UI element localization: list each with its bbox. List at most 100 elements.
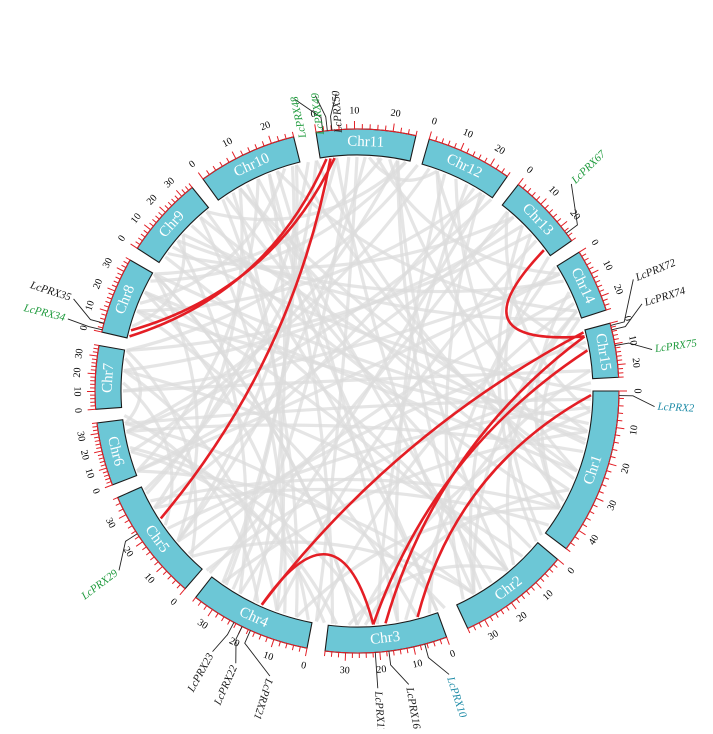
tick-mark [597,285,602,287]
tick-label: 30 [162,175,177,190]
gene-label: LcPRX29 [79,567,121,603]
tick-mark [490,617,493,621]
tick-mark [136,242,140,245]
tick-mark [168,202,172,206]
tick-mark [593,505,598,507]
tick-mark [507,172,510,176]
tick-mark [172,580,175,584]
tick-mark [609,464,617,466]
tick-mark [467,149,469,154]
tick-mark [479,155,481,159]
tick-mark [566,549,570,552]
tick-mark [131,244,138,248]
tick-mark [584,258,588,260]
gene-label: LcPRX16 [403,685,422,729]
gene-label: LcPRX22 [212,663,241,708]
tick-mark [220,162,223,166]
tick-mark [94,437,99,438]
tick-mark [408,129,409,134]
gene-label: LcPRX75 [653,337,698,355]
tick-mark [596,498,603,501]
tick-mark [590,511,594,513]
tick-label: 0 [116,233,128,243]
tick-mark [400,649,401,654]
tick-mark [615,342,623,343]
tick-mark [96,447,101,448]
tick-mark [485,158,487,162]
tick-mark [112,285,117,287]
tick-mark [94,330,102,332]
tick-mark [94,345,99,346]
tick-mark [135,536,139,539]
tick-mark [117,273,121,275]
tick-mark [385,126,386,131]
tick-mark [461,143,464,150]
tick-mark [613,334,618,335]
tick-mark [93,352,98,353]
tick-mark [157,567,163,572]
tick-label: 10 [349,105,359,116]
tick-label: 30 [101,256,115,270]
gene-label: LcPRX34 [22,302,67,324]
tick-mark [146,552,150,555]
tick-mark [91,433,99,434]
tick-mark [479,623,481,627]
tick-label: 20 [390,108,401,120]
tick-mark [266,637,268,642]
tick-label: 0 [524,164,535,176]
tick-label: 20 [619,462,632,475]
tick-label: 10 [221,136,235,150]
tick-mark [105,478,110,480]
tick-mark [285,134,286,139]
tick-mark [545,205,549,208]
tick-mark [518,178,523,184]
tick-mark [605,304,610,306]
tick-mark [144,230,148,233]
tick-mark [92,363,97,364]
gene-label: LcPRX67 [569,148,609,187]
tick-mark [611,457,616,458]
gene-lcprx21: LcPRX21 [245,630,275,721]
tick-mark [571,543,575,546]
tick-label: 0 [566,566,578,577]
gene-label: LcPRX23 [185,651,217,695]
tick-mark [615,435,620,436]
tick-mark [540,578,544,582]
tick-label: 30 [340,665,350,676]
tick-mark [193,597,196,601]
tick-mark [615,347,620,348]
tick-mark [610,321,618,323]
tick-mark [536,582,541,588]
tick-mark [473,151,475,155]
tick-mark [427,643,428,648]
tick-mark [121,265,125,267]
tick-label: 30 [103,516,117,530]
tick-label: 10 [600,259,614,273]
tick-mark [180,589,185,595]
tick-mark [292,132,293,137]
tick-mark [579,531,586,535]
tick-mark [99,468,107,470]
tick-mark [189,184,192,188]
tick-mark [526,591,529,595]
tick-mark [159,212,163,215]
tick-mark [553,214,557,217]
tick-mark [604,478,609,480]
tick-mark [259,635,261,640]
gene-label: LcPRX74 [642,285,687,309]
tick-mark [221,617,224,621]
tick-label: 0 [72,408,83,414]
tick-mark [262,141,264,146]
tick-mark [420,645,421,650]
gene-lcprx10: LcPRX10 [425,644,469,720]
tick-mark [447,637,450,645]
tick-label: 0 [78,324,90,331]
tick-mark [114,281,119,283]
tick-mark [248,147,250,152]
tick-mark [387,651,388,656]
tick-label: 10 [84,299,98,312]
tick-mark [105,301,110,303]
